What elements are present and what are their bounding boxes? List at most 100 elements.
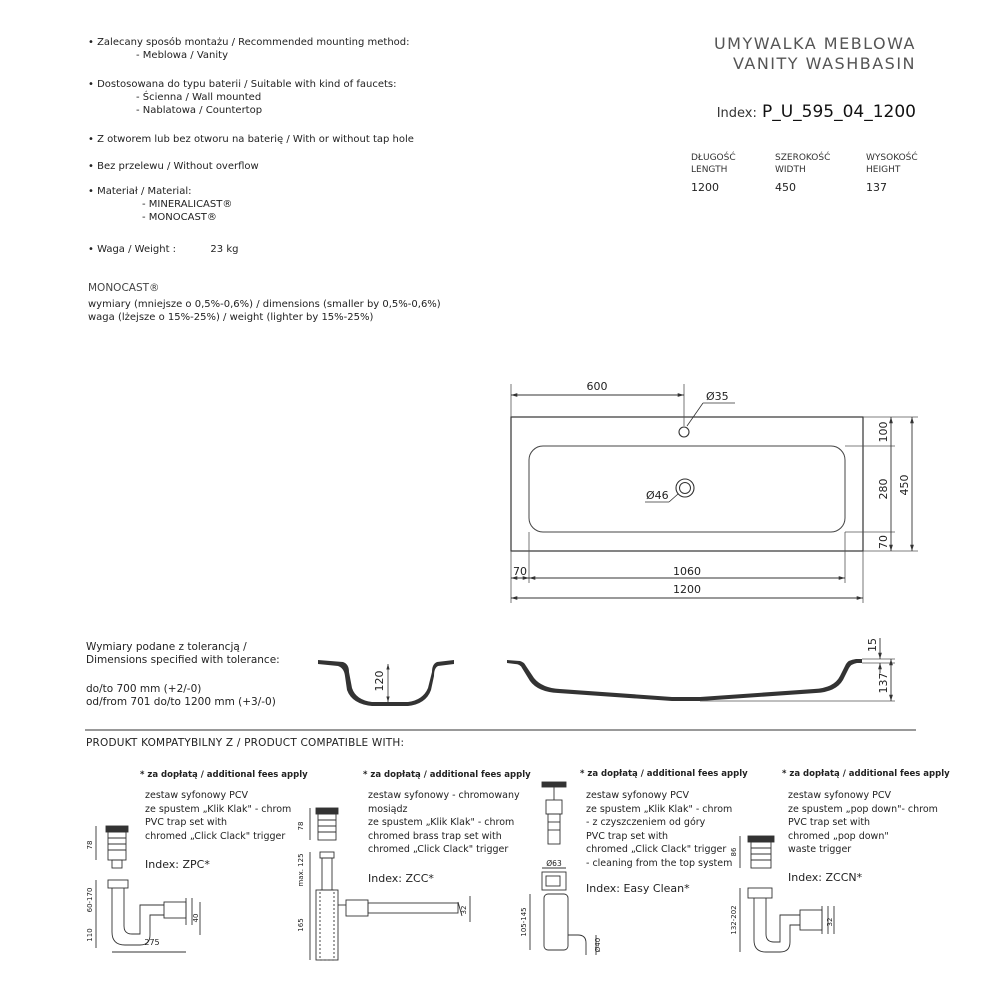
p2-dim-78: 78	[297, 822, 305, 831]
dim-length: DŁUGOŚĆ LENGTH 1200	[691, 152, 736, 194]
p4-dim-86: 86	[730, 847, 738, 856]
product-4-desc-line: waste trigger	[788, 844, 852, 855]
dim-100-label: 100	[877, 422, 890, 443]
product-1-desc-line: zestaw syfonowy PCV	[145, 790, 248, 801]
dim-length-value: 1200	[691, 181, 719, 194]
basin-top-outline	[510, 416, 864, 552]
dim-width-header-en: WIDTH	[775, 165, 806, 175]
p4-dim-132-202: 132-202	[730, 905, 738, 934]
p1-dim-78: 78	[86, 841, 94, 850]
tolerance-line-1: Wymiary podane z tolerancją /	[86, 641, 247, 653]
monocast-line-1: wymiary (mniejsze o 0,5%-0,6%) / dimensi…	[88, 299, 441, 310]
dim-1200-label: 1200	[673, 583, 701, 596]
spec-faucets: • Dostosowana do typu baterii / Suitable…	[88, 78, 396, 117]
dim-1060-label: 1060	[673, 565, 701, 578]
dim-height-header-en: HEIGHT	[866, 165, 901, 175]
product-4-desc-line: chromed „pop down"	[788, 830, 889, 842]
product-2-desc: zestaw syfonowy - chromowany mosiądz ze …	[368, 789, 520, 857]
product-index-label: Index:	[716, 106, 757, 121]
spec-material-label: • Materiał / Material:	[88, 186, 192, 197]
dim-width-header-pl: SZEROKOŚĆ	[775, 153, 831, 163]
dim-length-header-en: LENGTH	[691, 165, 728, 175]
spec-material-value-2: - MONOCAST®	[142, 212, 217, 223]
dim-width-value: 450	[775, 181, 796, 194]
spec-material-value-1: - MINERALICAST®	[142, 199, 233, 210]
product-2-desc-line: ze spustem „Klik Klak" - chrom	[368, 817, 515, 828]
product-title-en: VANITY WASHBASIN	[732, 54, 916, 73]
product-1-desc-line: PVC trap set with	[145, 817, 228, 828]
product-4-drawing	[739, 835, 835, 953]
spec-mounting: • Zalecany sposób montażu / Recommended …	[88, 36, 410, 62]
spec-material: • Materiał / Material: - MINERALICAST® -…	[88, 185, 232, 224]
spec-faucets-value-1: - Ścienna / Wall mounted	[136, 92, 262, 103]
product-1-index: Index: ZPC*	[145, 858, 210, 871]
dim-450-label: 450	[898, 475, 911, 496]
dim-height: WYSOKOŚĆ HEIGHT 137	[866, 152, 918, 194]
dim-280-label: 280	[877, 479, 890, 500]
product-3-desc-line: ze spustem „Klik Klak" - chrom	[586, 803, 733, 815]
product-2-desc-line: zestaw syfonowy - chromowany	[368, 790, 520, 801]
spec-mounting-value: - Meblowa / Vanity	[136, 50, 228, 61]
tap-hole	[678, 426, 690, 438]
side-section-long	[507, 659, 862, 701]
dim-600-label: 600	[587, 380, 608, 393]
product-4-desc: zestaw syfonowy PCV ze spustem „pop down…	[788, 789, 938, 857]
dim-height-header-pl: WYSOKOŚĆ	[866, 153, 918, 163]
monocast-title: MONOCAST®	[88, 282, 160, 294]
spec-faucets-label: • Dostosowana do typu baterii / Suitable…	[88, 79, 397, 90]
product-3-desc-line: - cleaning from the top system	[586, 857, 733, 869]
dim-15-label: 15	[866, 638, 879, 652]
dim-137-label: 137	[877, 673, 890, 694]
product-1-desc-line: ze spustem „Klik Klak" - chrom	[145, 803, 292, 815]
product-1-desc-line: chromed „Click Clack" trigger	[145, 830, 286, 842]
tap-diameter-label: Ø35	[706, 390, 729, 403]
product-1-fee: * za dopłatą / additional fees apply	[140, 770, 308, 780]
product-2-desc-line: chromed brass trap set with	[368, 830, 502, 842]
product-2-index: Index: ZCC*	[368, 872, 434, 885]
product-3-desc-line: PVC trap set with	[586, 830, 669, 842]
drain-outer	[675, 478, 695, 498]
p3-dim-63: Ø63	[546, 859, 562, 868]
product-3-index: Index: Easy Clean*	[586, 882, 690, 895]
spec-tap-hole: • Z otworem lub bez otworu na baterię / …	[88, 134, 414, 145]
product-4-desc-line: PVC trap set with	[788, 817, 871, 828]
dim-height-value: 137	[866, 181, 887, 194]
basin-bowl-outline	[528, 445, 846, 533]
p1-dim-60-170: 60-170	[86, 888, 94, 913]
p3-dim-105-145: 105-145	[520, 907, 528, 936]
p2-dim-32: 32	[460, 906, 468, 915]
dim-length-header-pl: DŁUGOŚĆ	[691, 153, 736, 163]
product-2-desc-line: mosiądz	[368, 803, 408, 815]
spec-mounting-label: • Zalecany sposób montażu / Recommended …	[88, 37, 410, 48]
dim-70v-label: 70	[877, 535, 890, 549]
p2-dim-165: 165	[297, 918, 305, 931]
product-4-fee: * za dopłatą / additional fees apply	[782, 769, 950, 779]
product-title-pl: UMYWALKA MEBLOWA	[713, 34, 916, 53]
p2-dim-max125: max. 125	[297, 853, 305, 886]
p1-dim-40: 40	[192, 914, 200, 923]
side-section-small	[318, 660, 454, 706]
product-index: Index: P_U_595_04_1200	[717, 102, 916, 122]
compatible-title: PRODUKT KOMPATYBILNY Z / PRODUCT COMPATI…	[86, 737, 405, 749]
dim-70h-label: 70	[513, 565, 527, 578]
product-3-desc-line: zestaw syfonowy PCV	[586, 790, 689, 801]
p3-dim-40: Ø40	[594, 938, 602, 952]
spec-weight-value: 23 kg	[210, 244, 239, 255]
product-2-drawing	[309, 807, 471, 961]
product-4-desc-line: zestaw syfonowy PCV	[788, 790, 891, 801]
p1-dim-110: 110	[86, 928, 94, 941]
p4-dim-32: 32	[826, 918, 834, 927]
product-1-desc: zestaw syfonowy PCV ze spustem „Klik Kla…	[145, 789, 291, 843]
product-4-index: Index: ZCCN*	[788, 871, 863, 884]
tolerance-block: Wymiary podane z tolerancją / Dimensions…	[86, 641, 280, 709]
drain-inner	[679, 482, 691, 494]
spec-weight: • Waga / Weight : 23 kg	[88, 243, 238, 256]
product-index-value: P_U_595_04_1200	[761, 102, 916, 122]
spec-faucets-value-2: - Nablatowa / Countertop	[136, 105, 263, 116]
product-4-desc-line: ze spustem „pop down"- chrom	[788, 803, 938, 815]
product-3-drawing	[529, 781, 597, 955]
product-1-drawing	[95, 825, 201, 953]
drain-diameter-label: Ø46	[646, 489, 669, 502]
dim-120-label: 120	[373, 671, 386, 692]
